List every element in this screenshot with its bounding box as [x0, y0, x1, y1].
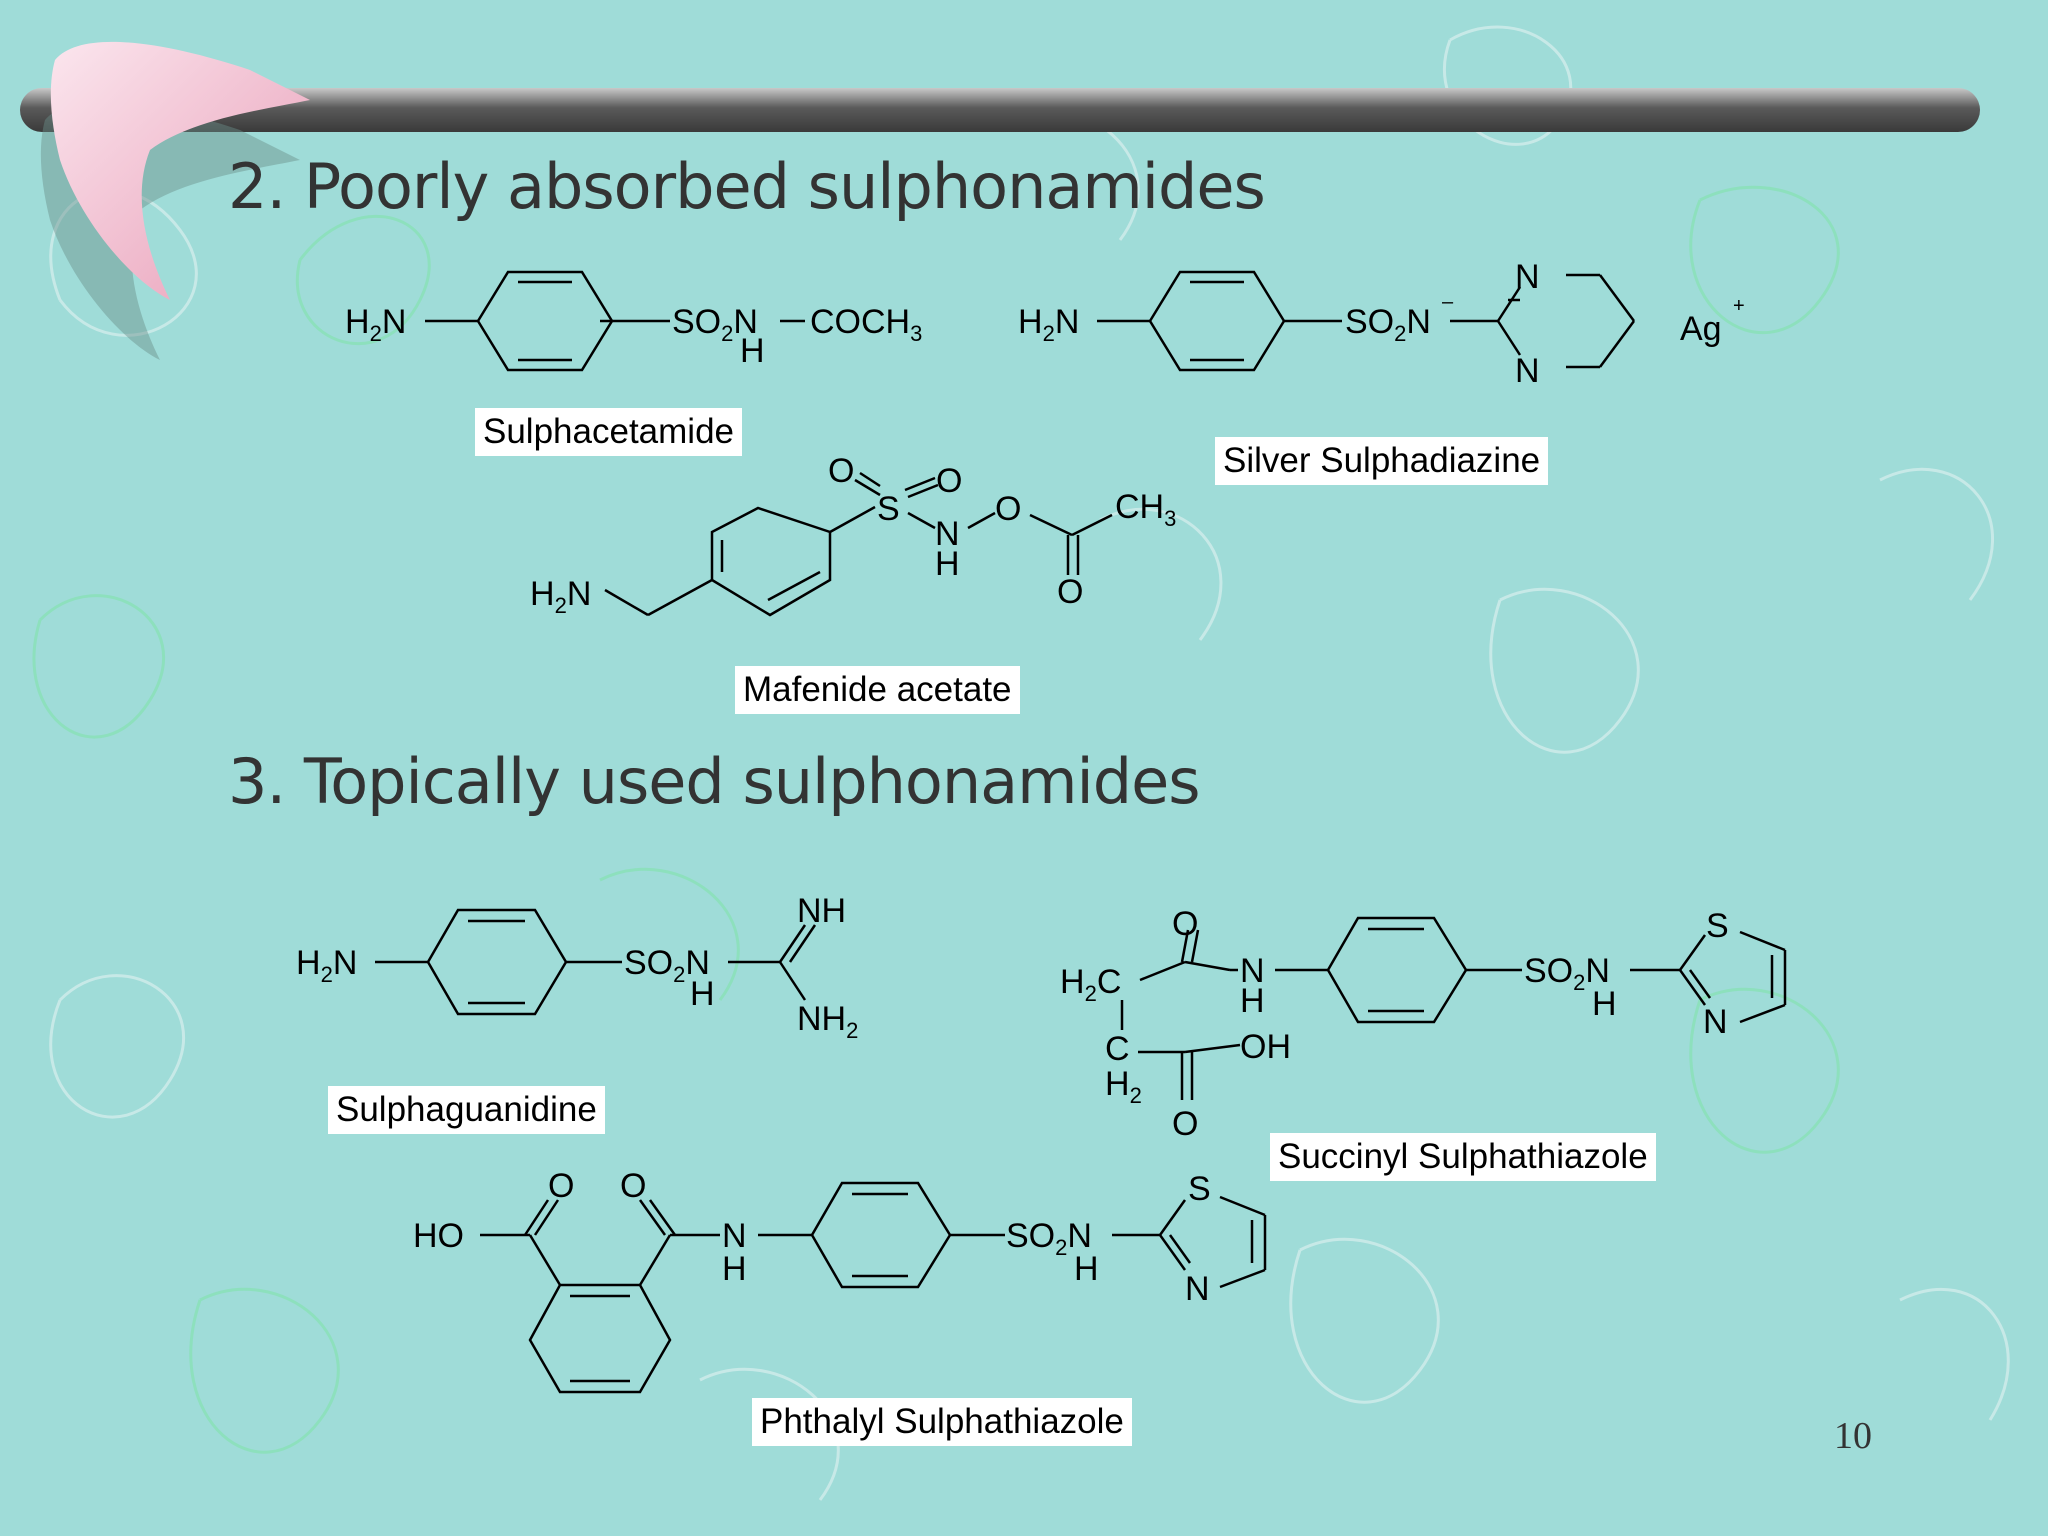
succinyl-sulphathiazole-structure — [1120, 916, 1787, 1100]
svg-text:S: S — [1706, 907, 1729, 945]
svg-text:S: S — [877, 490, 900, 528]
svg-text:H: H — [1592, 985, 1617, 1023]
svg-text:COCH3: COCH3 — [810, 303, 922, 346]
svg-text:H: H — [722, 1250, 747, 1288]
svg-text:O: O — [995, 490, 1021, 528]
phthalyl-sulphathiazole-structure — [480, 1181, 1267, 1394]
silver-sulphadiazine-structure — [1097, 270, 1636, 372]
svg-text:SO2N: SO2N — [1345, 303, 1431, 346]
section-heading-topical: 3. Topically used sulphonamides — [228, 745, 1201, 818]
svg-text:CH3: CH3 — [1115, 488, 1176, 531]
svg-text:H: H — [1240, 982, 1265, 1020]
label-succinyl-sulphathiazole: Succinyl Sulphathiazole — [1270, 1133, 1656, 1181]
page-number: 10 — [1834, 1415, 1872, 1457]
svg-text:C: C — [1105, 1030, 1130, 1068]
label-phthalyl-sulphathiazole: Phthalyl Sulphathiazole — [752, 1398, 1132, 1446]
section-heading-poorly-absorbed: 2. Poorly absorbed sulphonamides — [228, 150, 1266, 223]
svg-text:H: H — [1074, 1250, 1099, 1288]
svg-text:H2N: H2N — [345, 303, 406, 346]
svg-text:H: H — [935, 545, 960, 583]
boomerang-logo — [50, 41, 310, 301]
svg-text:O: O — [828, 452, 854, 490]
svg-text:OH: OH — [1240, 1028, 1291, 1066]
svg-text:SO2N: SO2N — [624, 944, 710, 987]
svg-text:H2C: H2C — [1060, 963, 1121, 1006]
svg-text:O: O — [936, 462, 962, 500]
svg-text:H2N: H2N — [1018, 303, 1079, 346]
svg-text:O: O — [1057, 573, 1083, 611]
svg-text:H2N: H2N — [530, 575, 591, 618]
svg-text:O: O — [548, 1167, 574, 1205]
svg-text:–: – — [1442, 291, 1454, 313]
svg-text:+: + — [1733, 295, 1745, 317]
svg-text:S: S — [1188, 1170, 1211, 1208]
svg-text:SO2N: SO2N — [1006, 1217, 1092, 1260]
mafenide-acetate-structure — [604, 471, 1113, 617]
svg-text:N: N — [1185, 1270, 1210, 1308]
svg-text:H2: H2 — [1105, 1065, 1142, 1108]
svg-text:N: N — [722, 1217, 747, 1255]
svg-text:N: N — [1240, 952, 1265, 990]
svg-text:N: N — [1515, 258, 1540, 296]
label-sulphacetamide: Sulphacetamide — [475, 408, 742, 456]
svg-text:N: N — [1515, 352, 1540, 390]
label-mafenide-acetate: Mafenide acetate — [735, 666, 1020, 714]
svg-text:SO2N: SO2N — [672, 303, 758, 346]
svg-text:O: O — [1172, 905, 1198, 943]
svg-text:H: H — [690, 975, 715, 1013]
svg-text:H2N: H2N — [296, 944, 357, 987]
svg-text:HO: HO — [413, 1217, 464, 1255]
svg-text:Ag: Ag — [1680, 310, 1722, 348]
svg-text:O: O — [1172, 1105, 1198, 1143]
svg-text:O: O — [620, 1167, 646, 1205]
sulphacetamide-structure — [425, 270, 805, 372]
svg-text:N: N — [935, 515, 960, 553]
label-sulphaguanidine: Sulphaguanidine — [328, 1086, 605, 1134]
svg-text:NH2: NH2 — [797, 1000, 858, 1043]
svg-text:SO2N: SO2N — [1524, 952, 1610, 995]
sulphaguanidine-structure — [375, 908, 817, 1016]
label-silver-sulphadiazine: Silver Sulphadiazine — [1215, 437, 1549, 485]
svg-text:NH: NH — [797, 892, 846, 930]
svg-text:N: N — [1703, 1003, 1728, 1041]
svg-text:H: H — [740, 332, 765, 370]
